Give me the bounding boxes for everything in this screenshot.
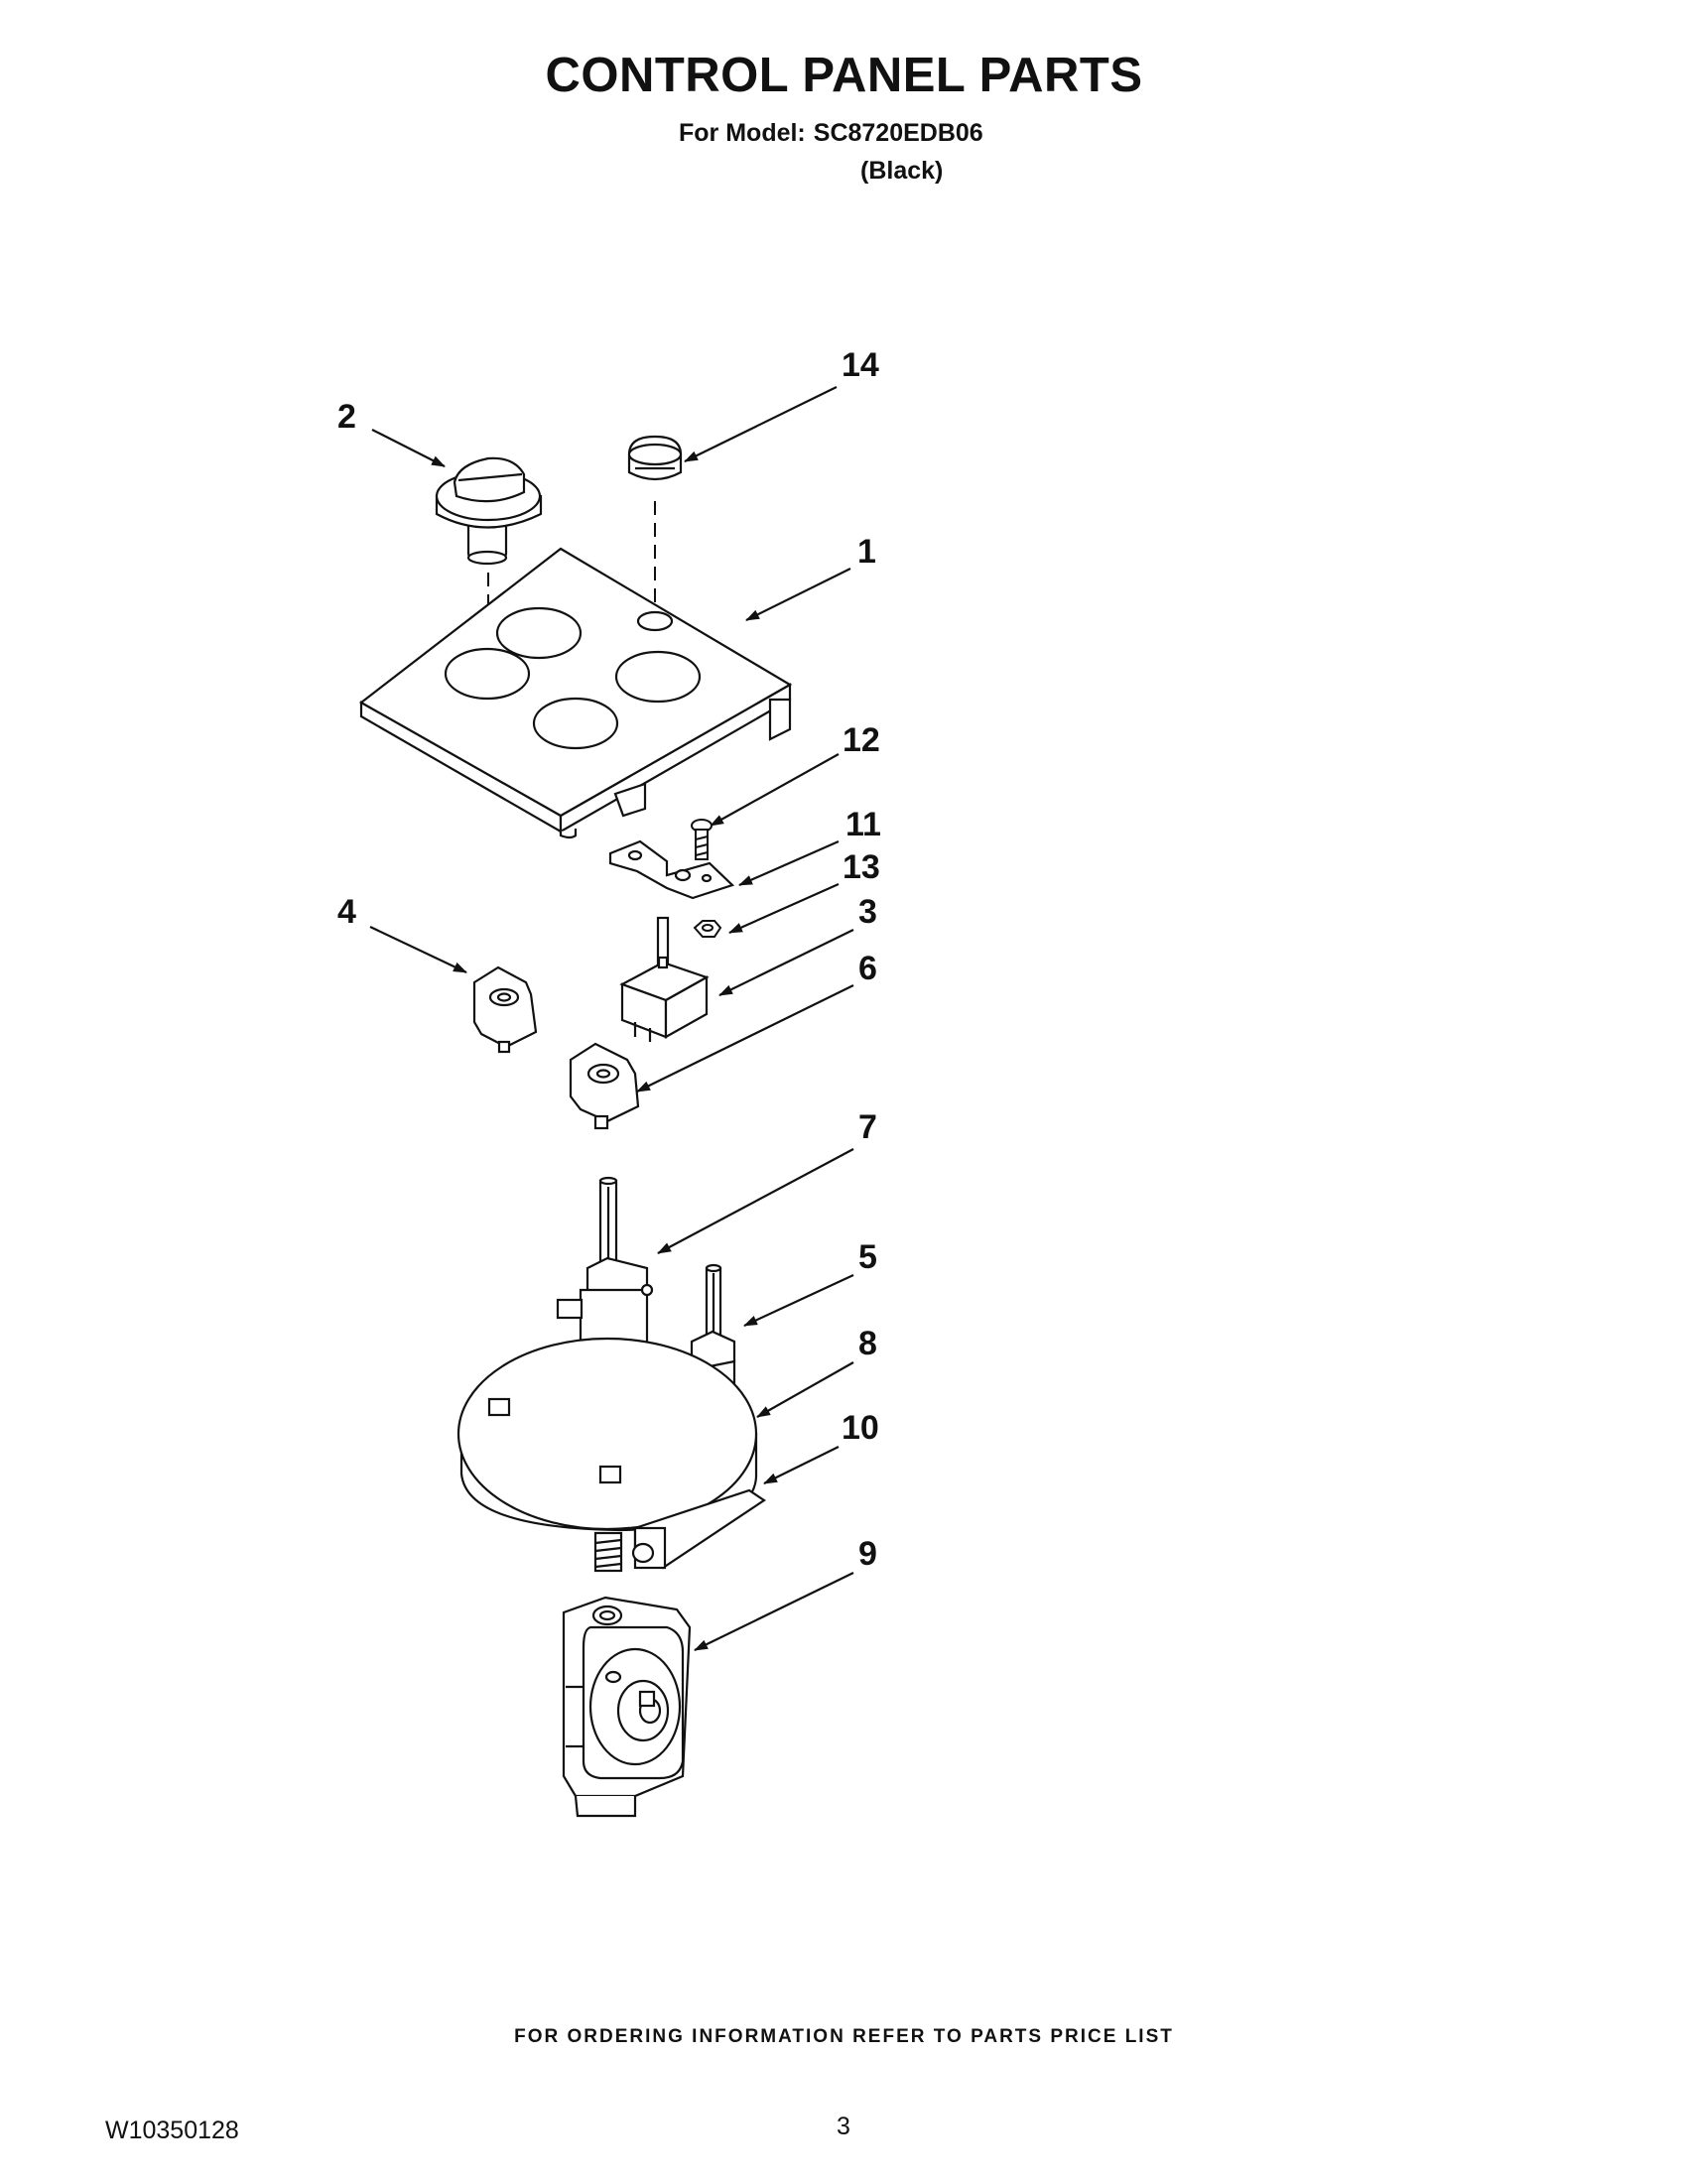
model-color: (Black): [860, 157, 944, 185]
callout-13: 13: [843, 848, 880, 886]
callout-8: 8: [858, 1325, 877, 1362]
knob-small: [627, 435, 683, 481]
ordering-note: FOR ORDERING INFORMATION REFER TO PARTS …: [514, 2026, 1174, 2047]
screw: [691, 819, 713, 860]
leader-12: [710, 753, 840, 827]
control-panel: [359, 547, 793, 839]
leader-6: [636, 984, 854, 1092]
document-number: W10350128: [105, 2117, 239, 2144]
knob-large: [435, 456, 543, 566]
leader-4: [369, 926, 467, 973]
hex-nut: [693, 920, 722, 938]
leader-9: [694, 1572, 854, 1651]
leader-5: [743, 1274, 854, 1327]
leader-2: [371, 429, 446, 467]
callout-2: 2: [337, 398, 356, 436]
leader-13: [728, 882, 840, 935]
leader-3: [718, 929, 854, 996]
callout-1: 1: [857, 533, 876, 571]
callout-3: 3: [858, 893, 877, 931]
callout-6: 6: [858, 950, 877, 987]
mounting-bracket: [608, 839, 735, 900]
model-label: For Model:: [679, 119, 806, 147]
valve-bracket: [593, 1488, 766, 1573]
callout-5: 5: [858, 1238, 877, 1276]
callout-12: 12: [843, 721, 880, 759]
callout-7: 7: [858, 1108, 877, 1146]
regulator-body: [562, 1596, 692, 1818]
valve-manifold-disk: [456, 1337, 758, 1532]
page-number: 3: [837, 2113, 850, 2140]
leader-8: [756, 1361, 854, 1418]
ignition-switch-right: [569, 1042, 640, 1130]
leader-arrows: [369, 386, 854, 1651]
switch-module: [619, 916, 710, 1042]
callout-14: 14: [842, 346, 879, 384]
ignition-switch-left: [472, 965, 538, 1054]
callout-10: 10: [842, 1409, 879, 1447]
leader-1: [745, 568, 851, 621]
leader-7: [657, 1148, 854, 1254]
leader-11: [738, 839, 840, 887]
page-title: CONTROL PANEL PARTS: [545, 49, 1143, 102]
leader-10: [763, 1446, 840, 1484]
callout-9: 9: [858, 1535, 877, 1573]
callout-11: 11: [845, 806, 881, 843]
leader-14: [684, 386, 838, 462]
callout-4: 4: [337, 893, 356, 931]
model-line: For Model:SC8720EDB06: [679, 119, 983, 148]
model-number: SC8720EDB06: [813, 119, 983, 147]
